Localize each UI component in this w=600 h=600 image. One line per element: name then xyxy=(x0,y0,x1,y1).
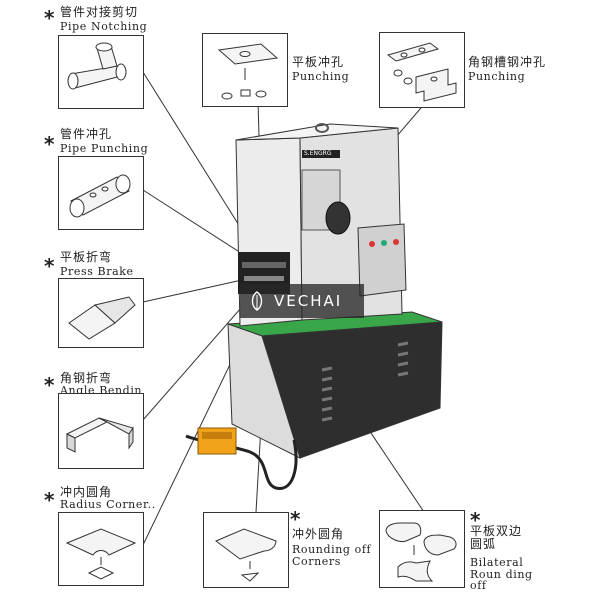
bilateral-rounding-thumbnail xyxy=(379,510,465,588)
feature-label-bilateral-rounding-cn: 平板双边圆弧 xyxy=(470,524,523,551)
machine-base-side xyxy=(227,323,301,459)
feature-label-bilateral-rounding-en: Bilateral Roun ding off xyxy=(470,556,533,593)
feature-label-angle-channel-punching-cn: 角钢槽钢冲孔 xyxy=(468,55,547,69)
feature-marker-asterisk: * xyxy=(44,488,55,512)
feature-marker-asterisk: * xyxy=(44,373,55,397)
motor xyxy=(325,201,351,235)
rounding-off-corners-thumbnail xyxy=(203,512,289,588)
feature-label-pipe-punching-en: Pipe Punching xyxy=(60,142,149,155)
pipe-notching-thumbnail xyxy=(58,35,144,109)
watermark: VECHAI xyxy=(240,284,364,318)
angle-channel-punching-thumbnail xyxy=(379,32,465,108)
feature-marker-asterisk: * xyxy=(44,132,55,156)
watermark-text: VECHAI xyxy=(274,292,343,310)
feature-label-rounding-off-corners-cn: 冲外圆角 xyxy=(292,527,345,541)
feature-label-press-brake-cn: 平板折弯 xyxy=(60,250,113,264)
feature-label-radius-corner-en: Radius Corner.. xyxy=(60,498,156,511)
feature-label-angle-channel-punching-en: Punching xyxy=(468,70,526,83)
feature-label-plate-punching-en: Punching xyxy=(292,70,350,83)
feature-marker-asterisk: * xyxy=(290,507,301,531)
feature-label-angle-bending-en: Angle Bendin xyxy=(60,384,143,397)
feature-label-pipe-notching-cn: 管件对接剪切 xyxy=(60,5,139,19)
lifting-ring xyxy=(315,123,329,133)
angle-bending-thumbnail xyxy=(58,393,144,469)
feature-label-plate-punching-cn: 平板冲孔 xyxy=(292,55,345,69)
machine-body-top xyxy=(235,123,399,141)
nameplate-text: S.ENGRG xyxy=(304,150,332,157)
radius-corner-thumbnail xyxy=(58,512,144,586)
feature-marker-asterisk: * xyxy=(470,508,481,532)
leaf-logo-icon xyxy=(251,291,263,311)
electrical-box xyxy=(357,223,407,297)
feature-label-radius-corner-cn: 冲内圆角 xyxy=(60,485,113,499)
press-brake-thumbnail xyxy=(58,278,144,348)
nameplate xyxy=(302,150,340,158)
feature-label-pipe-notching-en: Pipe Notching xyxy=(60,20,148,33)
feature-label-press-brake-en: Press Brake xyxy=(60,265,134,278)
plate-punching-thumbnail xyxy=(202,33,288,107)
feature-label-rounding-off-corners-en: Rounding off Corners xyxy=(292,543,372,568)
feature-marker-asterisk: * xyxy=(44,6,55,30)
feature-marker-asterisk: * xyxy=(44,254,55,278)
foot-pedal xyxy=(197,427,237,455)
pipe-punching-thumbnail xyxy=(58,156,144,230)
feature-label-pipe-punching-cn: 管件冲孔 xyxy=(60,127,113,141)
feature-label-angle-bending-cn: 角钢折弯 xyxy=(60,371,113,385)
